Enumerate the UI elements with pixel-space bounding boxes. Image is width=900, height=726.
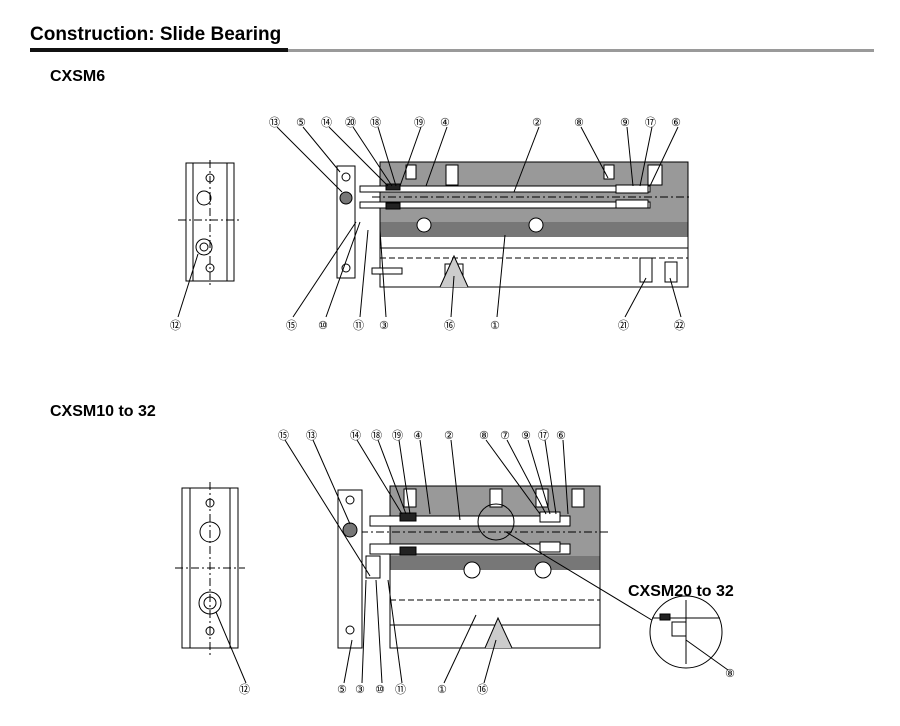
callout-1: ① (437, 683, 447, 696)
callout-10: ⑩ (318, 319, 328, 332)
callout-19: ⑲ (414, 116, 425, 129)
cxsm10-side-view (337, 485, 610, 649)
callout-15: ⑮ (278, 429, 289, 442)
callout-3: ③ (355, 683, 365, 696)
callout-4: ④ (413, 429, 423, 442)
callout-5: ⑤ (296, 116, 306, 129)
callout-3: ③ (379, 319, 389, 332)
callout-13: ⑬ (306, 429, 317, 442)
callout-18: ⑱ (370, 116, 381, 129)
callout-21: ㉑ (618, 319, 629, 332)
callout-13: ⑬ (269, 116, 280, 129)
section-title-cxsm6: CXSM6 (50, 68, 106, 85)
callout-12: ⑫ (170, 319, 181, 332)
callout-16: ⑯ (444, 319, 455, 332)
callout-7: ⑦ (500, 429, 510, 442)
section-title-cxsm10-32: CXSM10 to 32 (50, 403, 156, 420)
callout-14: ⑭ (321, 116, 332, 129)
callout-9: ⑨ (620, 116, 630, 129)
callout-12: ⑫ (239, 683, 250, 696)
cxsm6-side-view (336, 161, 690, 288)
callout-5: ⑤ (337, 683, 347, 696)
callout-16: ⑯ (477, 683, 488, 696)
detail-title: CXSM20 to 32 (628, 583, 734, 600)
callout-2: ② (532, 116, 542, 129)
callout-18: ⑱ (371, 429, 382, 442)
cxsm6-end-view (177, 160, 242, 318)
callout-17: ⑰ (538, 429, 549, 442)
callout-20: ⑳ (345, 116, 356, 129)
cxsm10-callouts: ⑮ ⑬ ⑭ ⑱ ⑲ ④ ② ⑧ ⑦ ⑨ ⑰ ⑥ ⑫ ⑤ ③ ⑩ ⑪ ① ⑯ ⑧ (239, 429, 735, 696)
callout-8: ⑧ (479, 429, 489, 442)
callout-14: ⑭ (350, 429, 361, 442)
cxsm10-end-view (175, 482, 247, 684)
callout-11: ⑪ (395, 683, 406, 696)
title-underline (30, 48, 288, 52)
callout-15: ⑮ (286, 319, 297, 332)
cxsm6-callouts: ⑬ ⑤ ⑭ ⑳ ⑱ ⑲ ④ ② ⑧ ⑨ ⑰ ⑥ ⑫ ⑮ ⑩ ⑪ ③ ⑯ ① ㉑ … (170, 116, 685, 332)
page-title: Construction: Slide Bearing (30, 24, 282, 45)
callout-1: ① (490, 319, 500, 332)
callout-6: ⑥ (671, 116, 681, 129)
callout-2: ② (444, 429, 454, 442)
callout-9: ⑨ (521, 429, 531, 442)
callout-4: ④ (440, 116, 450, 129)
detail-callout-8: ⑧ (725, 667, 735, 680)
callout-17: ⑰ (645, 116, 656, 129)
title-rule (288, 49, 874, 52)
cxsm6-leaders (276, 126, 682, 318)
callout-11: ⑪ (353, 319, 364, 332)
callout-6: ⑥ (556, 429, 566, 442)
callout-10: ⑩ (375, 683, 385, 696)
detail-magnifier (649, 595, 729, 671)
callout-8: ⑧ (574, 116, 584, 129)
callout-19: ⑲ (392, 429, 403, 442)
callout-22: ㉒ (674, 319, 685, 332)
cxsm10-leaders (284, 439, 661, 684)
